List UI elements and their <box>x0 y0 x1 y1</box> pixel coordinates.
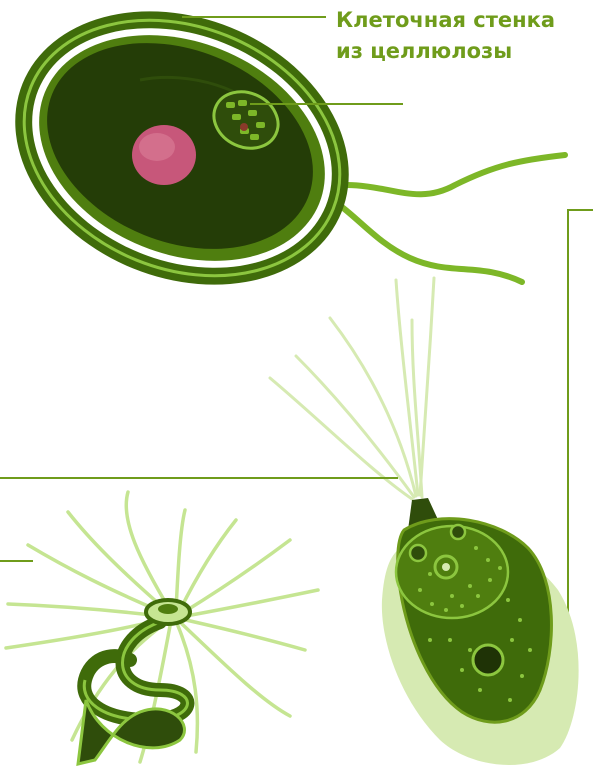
flagellum-upper <box>318 155 565 194</box>
pointer-right <box>568 210 593 618</box>
lorica-cell <box>270 278 579 765</box>
pyrenoid <box>473 645 503 675</box>
cell-wall-label-line1: Клеточная стенка <box>336 7 555 33</box>
vacuole-left <box>410 545 426 561</box>
cell-wall-label-line2: из целлюлозы <box>336 38 512 64</box>
flagellum-lower <box>318 193 522 282</box>
vacuole-right <box>451 525 465 539</box>
spiral-cell <box>6 492 318 764</box>
